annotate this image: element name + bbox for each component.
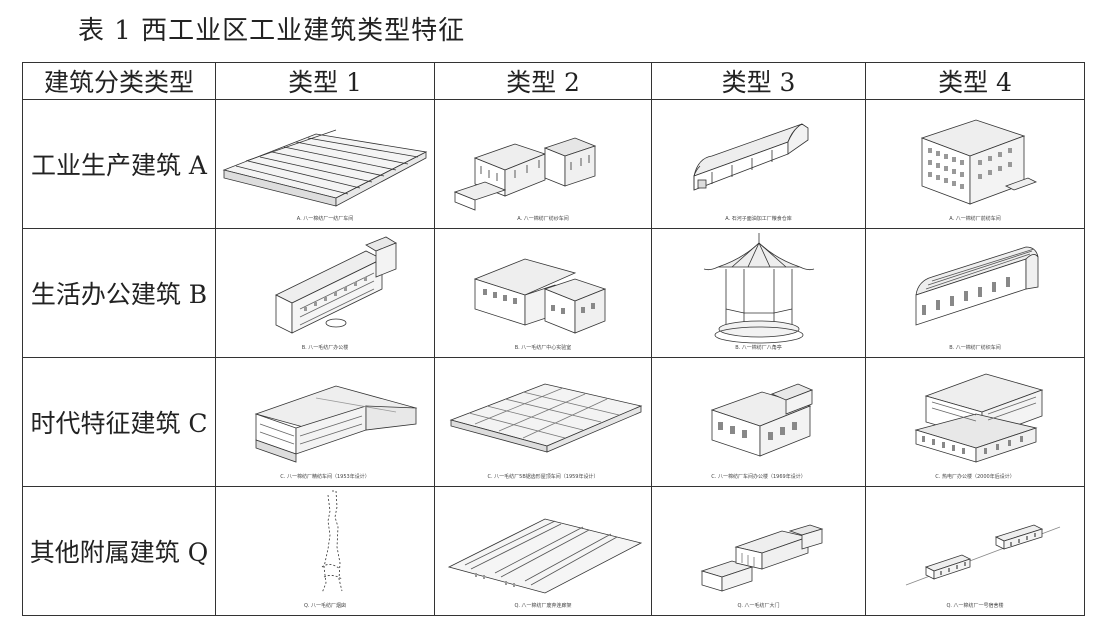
table-row: 生活办公建筑 B B. 八一毛纺厂办公楼 — [22, 228, 1085, 358]
figure-caption: Q. 八一棉纺厂废弃连廊架 — [514, 603, 572, 609]
sawtooth-roof-workshop-drawing — [449, 383, 643, 453]
table-caption: 表 1 西工业区工业建筑类型特征 — [78, 16, 466, 46]
table-cell: C. 热电厂办公楼（2000年后设计） — [865, 357, 1085, 487]
table-cell: B. 八一棉纺厂八角亭 — [651, 228, 866, 358]
figure-caption: C. 热电厂办公楼（2000年后设计） — [935, 474, 1015, 480]
header-type-1: 类型 1 — [215, 62, 435, 100]
table-cell: B. 八一毛纺厂办公楼 — [215, 228, 435, 358]
figure-caption: B. 八一毛纺厂办公楼 — [301, 345, 349, 351]
table-row: 其他附属建筑 Q Q. 八一毛纺厂烟囱 — [22, 486, 1085, 616]
abandoned-corridor-drawing — [447, 518, 643, 594]
table-cell: A. 八一棉纺厂纺纱车间 — [434, 99, 652, 229]
table-cell: Q. 八一毛纺厂烟囱 — [215, 486, 435, 616]
building-type-table: 建筑分类类型 类型 1 类型 2 类型 3 类型 4 工业生产建筑 A — [22, 62, 1085, 616]
table-row: 时代特征建筑 C C. 八一棉纺厂精纺车间（1953年设计） — [22, 357, 1085, 487]
multi-storey-workshop-drawing — [920, 119, 1038, 205]
table-cell: Q. 八一棉纺厂废弃连廊架 — [434, 486, 652, 616]
factory-shed-sawtooth-drawing — [222, 129, 428, 207]
figure-caption: C. 八一毛纺厂5B锯齿形屋顶车间（1959年设计） — [487, 474, 599, 480]
figure-caption: Q. 八一毛纺厂烟囱 — [303, 603, 347, 609]
row-label-q: 其他附属建筑 Q — [22, 486, 216, 616]
octagonal-pavilion-drawing — [703, 233, 815, 344]
figure-caption: Q. 八一毛纺厂大门 — [737, 603, 780, 609]
table-cell: Q. 八一棉纺厂一号宿舍楼 — [865, 486, 1085, 616]
dormitory-drawing — [905, 524, 1061, 586]
table-cell: A. 八一棉纺厂一纺厂车间 — [215, 99, 435, 229]
header-corner: 建筑分类类型 — [22, 62, 216, 100]
figure-caption: C. 八一棉纺厂车间办公楼（1969年设计） — [711, 474, 806, 480]
grain-warehouse-drawing — [693, 123, 809, 191]
row-label-a: 工业生产建筑 A — [22, 99, 216, 229]
figure-caption: C. 八一棉纺厂精纺车间（1953年设计） — [280, 474, 370, 480]
figure-caption: A. 八一棉纺厂一纺厂车间 — [296, 216, 354, 222]
table-cell: B. 八一棉纺厂纺织车间 — [865, 228, 1085, 358]
figure-caption: Q. 八一棉纺厂一号宿舍楼 — [946, 603, 1004, 609]
row-label-b: 生活办公建筑 B — [22, 228, 216, 358]
laboratory-building-drawing — [473, 258, 607, 334]
fine-spinning-workshop-drawing — [254, 385, 418, 463]
table-row: 工业生产建筑 A A. 八一棉纺厂一纺厂车间 — [22, 99, 1085, 229]
header-row: 建筑分类类型 类型 1 类型 2 类型 3 类型 4 — [22, 62, 1085, 100]
header-type-4: 类型 4 — [865, 62, 1085, 100]
textile-workshop-drawing — [915, 246, 1039, 326]
table-cell: C. 八一棉纺厂车间办公楼（1969年设计） — [651, 357, 866, 487]
power-plant-office-drawing — [914, 373, 1044, 463]
table-cell: C. 八一毛纺厂5B锯齿形屋顶车间（1959年设计） — [434, 357, 652, 487]
figure-caption: B. 八一毛纺厂中心实验室 — [514, 345, 572, 351]
header-type-3: 类型 3 — [651, 62, 866, 100]
figure-caption: A. 八一棉纺厂纺纱车间 — [517, 216, 569, 222]
figure-caption: A. 八一棉纺厂前纺车间 — [949, 216, 1001, 222]
table-cell: A. 石河子面油加工厂粮食仓库 — [651, 99, 866, 229]
table-cell: A. 八一棉纺厂前纺车间 — [865, 99, 1085, 229]
row-label-c: 时代特征建筑 C — [22, 357, 216, 487]
header-type-2: 类型 2 — [434, 62, 652, 100]
workshop-office-drawing — [710, 383, 814, 457]
table-cell: Q. 八一毛纺厂大门 — [651, 486, 866, 616]
office-building-drawing — [275, 236, 397, 334]
figure-caption: A. 石河子面油加工厂粮食仓库 — [725, 216, 792, 222]
table-cell: B. 八一毛纺厂中心实验室 — [434, 228, 652, 358]
figure-caption: B. 八一棉纺厂纺织车间 — [949, 345, 1001, 351]
figure-caption: B. 八一棉纺厂八角亭 — [735, 345, 782, 351]
chimney-drawing — [321, 490, 343, 594]
spinning-workshop-drawing — [453, 137, 597, 211]
table-cell: C. 八一棉纺厂精纺车间（1953年设计） — [215, 357, 435, 487]
factory-gate-drawing — [700, 524, 824, 592]
